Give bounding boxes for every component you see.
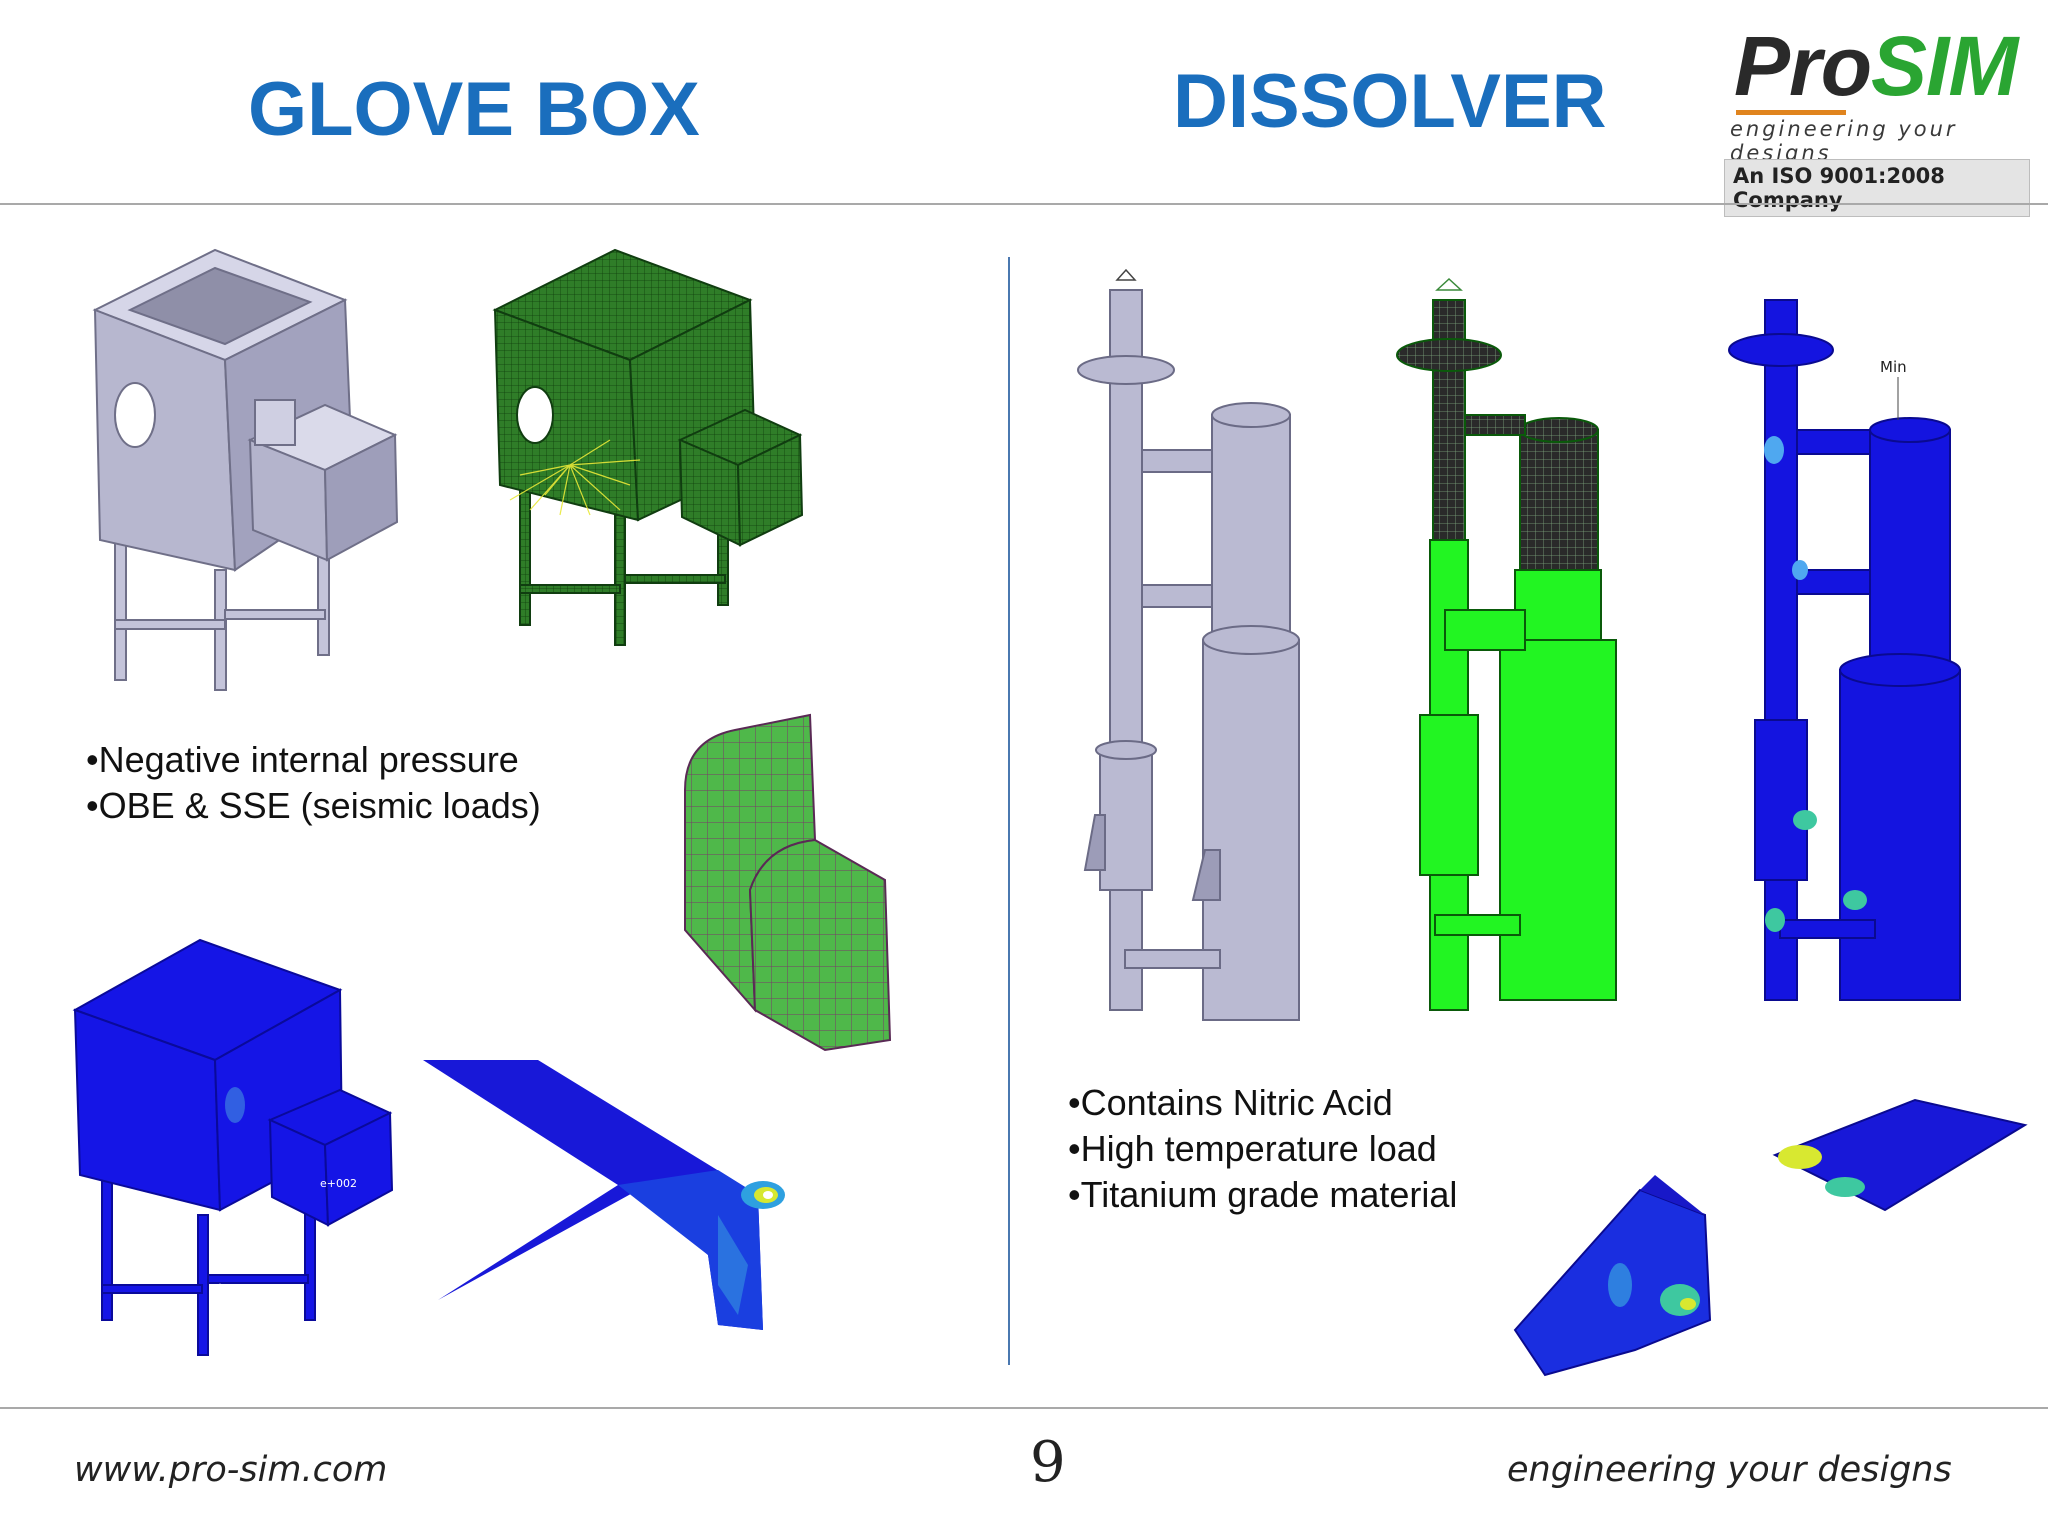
- glovebox-bullets: •Negative internal pressure •OBE & SSE (…: [86, 737, 541, 829]
- dissolver-mesh-image: [1396, 277, 1617, 1011]
- prosim-logo: ProSIM engineering your designs An ISO 9…: [1724, 18, 2030, 217]
- dissolver-bullet-2: •High temperature load: [1068, 1128, 1437, 1169]
- dissolver-fea-image: Min: [1728, 299, 1961, 1001]
- svg-text:Min: +2.504e-0: Min: +2.504e-0: [210, 1283, 287, 1294]
- section-divider: [1008, 257, 1010, 1365]
- logo-sim: SIM: [1871, 19, 2018, 113]
- dissolver-plate-fea-image: [1772, 1098, 2028, 1212]
- dissolver-cad-image: [1077, 268, 1300, 1021]
- logo-pro: Pro: [1734, 19, 1872, 113]
- footer-website[interactable]: www.pro-sim.com: [74, 1450, 388, 1490]
- dissolver-min-label: Min: [1880, 358, 1907, 376]
- glovebox-cad-image: [92, 248, 399, 691]
- footer-rule: [0, 1407, 2048, 1409]
- dissolver-bracket-fea-image: [1513, 1175, 1712, 1377]
- dissolver-bullet-3: •Titanium grade material: [1068, 1174, 1458, 1215]
- svg-text:e+002: e+002: [320, 1177, 357, 1190]
- header-rule: [0, 203, 2048, 205]
- iso-badge: An ISO 9001:2008 Company: [1724, 159, 2030, 217]
- logo-swoosh: [1736, 110, 1846, 115]
- glovebox-bullet-2: •OBE & SSE (seismic loads): [86, 785, 541, 826]
- dissolver-bullets: •Contains Nitric Acid •High temperature …: [1068, 1080, 1457, 1218]
- page-number: 9: [1030, 1430, 1066, 1495]
- glovebox-bullet-1: •Negative internal pressure: [86, 739, 519, 780]
- logo-tagline: engineering your designs: [1730, 117, 1958, 165]
- glovebox-mesh-image: [492, 248, 804, 646]
- dissolver-title: DISSOLVER: [1173, 59, 1607, 144]
- glovebox-angle-fea-image: [423, 1060, 785, 1330]
- glovebox-corner-mesh-image: [684, 713, 892, 1052]
- glove-box-title: GLOVE BOX: [248, 67, 700, 152]
- glovebox-fea-image: e+002 Min: +2.504e-0: [72, 938, 394, 1356]
- footer-tagline: engineering your designs: [1507, 1450, 1952, 1490]
- dissolver-bullet-1: •Contains Nitric Acid: [1068, 1082, 1393, 1123]
